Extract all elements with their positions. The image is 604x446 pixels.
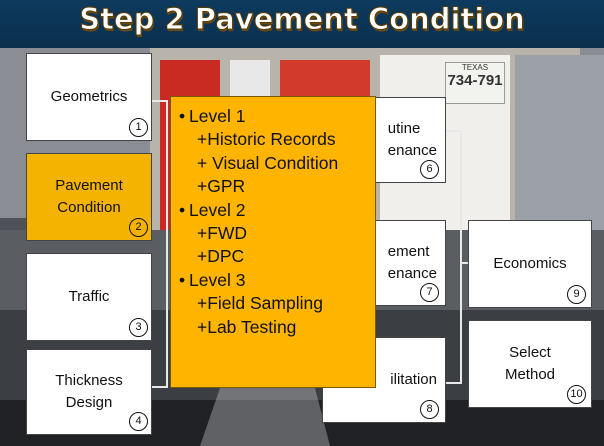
step-number-badge: 7 [420, 283, 439, 302]
plate-state: TEXAS [461, 63, 489, 72]
step-box-economics[interactable]: Economics 9 [468, 220, 592, 308]
step-box-pavement-condition[interactable]: Pavement Condition 2 [26, 153, 152, 241]
step-number-badge: 6 [420, 160, 439, 179]
step-label: Pavement Condition [55, 177, 123, 216]
step-label: utine enance [387, 120, 437, 159]
popup-line-level: •Level 2 [179, 199, 375, 222]
popup-line-item: +Historic Records [197, 129, 336, 150]
step-number-badge: 3 [129, 318, 148, 337]
step-label: Traffic [68, 288, 110, 305]
right-link-connector [460, 262, 468, 264]
bullet-icon: • [179, 199, 186, 220]
popup-line-item: +Lab Testing [197, 316, 297, 337]
step-label: Economics [493, 255, 567, 272]
step-label: Thickness Design [55, 372, 123, 411]
step-number-badge: 9 [567, 285, 586, 304]
popup-line-item: +DPC [197, 246, 245, 267]
page-title: Step 2 Pavement Condition [79, 2, 526, 37]
step-box-traffic[interactable]: Traffic 3 [26, 253, 152, 341]
popup-line-level: •Level 1 [179, 105, 375, 128]
step-number-badge: 4 [129, 412, 148, 431]
left-bracket-connector [152, 100, 168, 388]
middle-bracket-connector [446, 130, 462, 384]
step-box-select-method[interactable]: Select Method 10 [468, 320, 592, 408]
popup-line-item: +GPR [197, 176, 246, 197]
popup-line-item: +Field Sampling [197, 293, 323, 314]
step-number-badge: 10 [567, 385, 586, 404]
popup-line-level: •Level 3 [179, 269, 375, 292]
license-plate: TEXAS 734-791 [445, 62, 505, 104]
popup-line-item: +FWD [197, 223, 248, 244]
step-box-geometrics[interactable]: Geometrics 1 [26, 53, 152, 141]
step-label: ilitation [390, 371, 437, 388]
step-label: Select Method [504, 344, 556, 383]
bullet-icon: • [179, 269, 186, 290]
title-bar [0, 0, 604, 48]
step-label: ement enance [387, 243, 437, 282]
bullet-icon: • [179, 106, 186, 126]
plate-number: 734-791 [447, 72, 503, 89]
level-details-popup: •Level 1 +Historic Records + Visual Cond… [170, 96, 376, 388]
popup-line-item: + Visual Condition [197, 152, 339, 173]
step-number-badge: 8 [420, 400, 439, 419]
step-number-badge: 2 [129, 218, 148, 237]
step-label: Geometrics [50, 88, 128, 105]
step-box-thickness-design[interactable]: Thickness Design 4 [26, 349, 152, 435]
step-number-badge: 1 [129, 118, 148, 137]
